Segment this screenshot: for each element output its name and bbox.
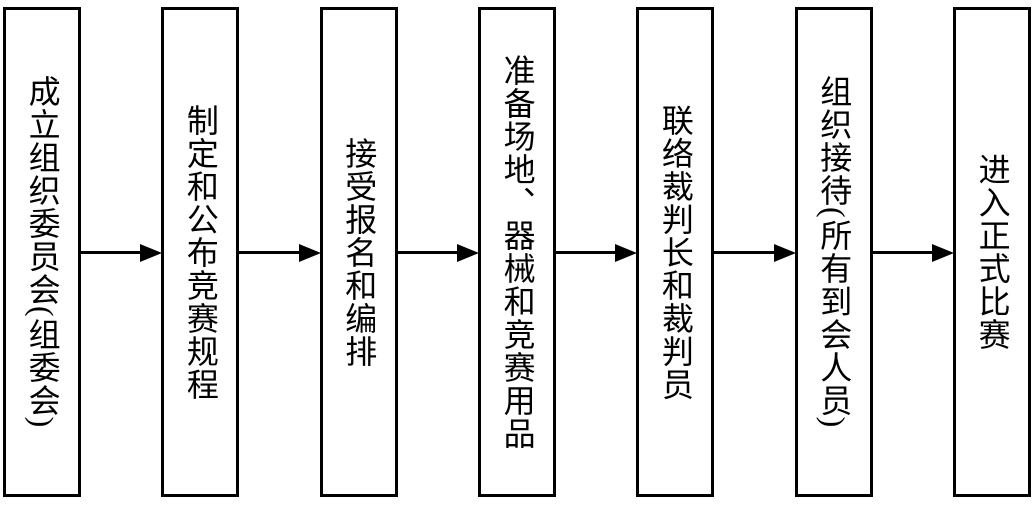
step-label: 进入正式比赛 (974, 153, 1011, 351)
step-box-organize-reception: 组织接待(所有到会人员) (794, 7, 873, 497)
arrow-shaft (714, 251, 781, 254)
step-box-start-competition: 进入正式比赛 (952, 7, 1031, 497)
flowchart: 成立组织委员会(组委会) 制定和公布竞赛规程 接受报名和编排 准备场地、器械和竞… (3, 7, 1031, 497)
step-label: 成立组织委员会(组委会) (24, 75, 61, 429)
flow-arrow-4 (555, 7, 638, 497)
arrow-shaft (397, 251, 464, 254)
step-label: 准备场地、器械和竞赛用品 (499, 54, 536, 450)
arrow-shaft (239, 251, 306, 254)
flow-arrow-5 (714, 7, 796, 497)
arrow-shaft (555, 251, 623, 254)
flow-arrow-2 (239, 7, 321, 497)
arrow-right-icon (615, 243, 638, 262)
arrow-right-icon (140, 243, 163, 262)
flow-arrow-6 (872, 7, 954, 497)
arrow-shaft (81, 251, 148, 254)
step-label: 制定和公布竞赛规程 (182, 103, 219, 401)
arrow-right-icon (298, 243, 321, 262)
arrow-right-icon (773, 243, 796, 262)
step-label: 接受报名和编排 (341, 136, 378, 368)
flow-arrow-3 (397, 7, 479, 497)
flow-arrow-1 (81, 7, 163, 497)
arrow-right-icon (931, 243, 954, 262)
step-box-publish-rules: 制定和公布竞赛规程 (161, 7, 240, 497)
step-label: 组织接待(所有到会人员) (816, 75, 853, 429)
step-label: 联络裁判长和裁判员 (657, 103, 694, 401)
arrow-right-icon (456, 243, 479, 262)
step-box-establish-committee: 成立组织委员会(组委会) (3, 7, 81, 497)
step-box-prepare-venue: 准备场地、器械和竞赛用品 (477, 7, 556, 497)
step-box-accept-registration: 接受报名和编排 (319, 7, 398, 497)
arrow-shaft (872, 251, 939, 254)
step-box-contact-referees: 联络裁判长和裁判员 (636, 7, 715, 497)
